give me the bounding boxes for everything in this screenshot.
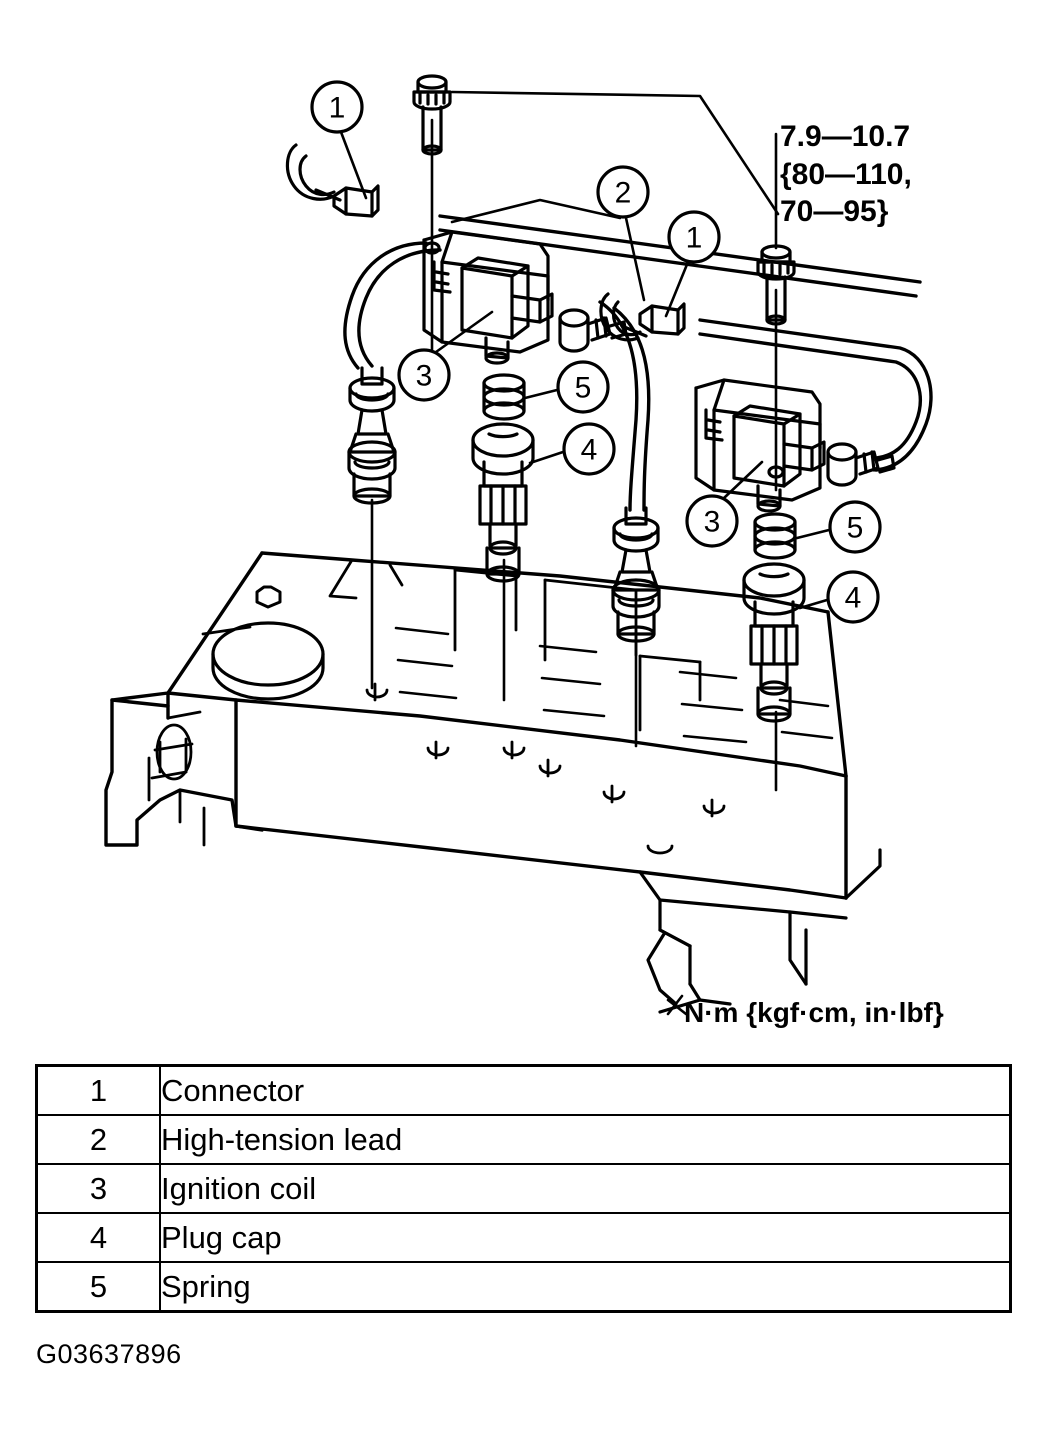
table-row: 4 Plug cap xyxy=(35,1212,1011,1263)
valve-cover-ribs xyxy=(147,625,252,847)
connector-right xyxy=(599,292,686,342)
legend-number: 5 xyxy=(35,1261,161,1313)
engine-block-lower xyxy=(638,848,882,1014)
callout-3-left: 3 xyxy=(397,348,451,402)
callout-1-left-label: 1 xyxy=(329,92,346,125)
hv-lead-boot-center xyxy=(611,506,661,643)
table-row: 2 High-tension lead xyxy=(35,1114,1011,1165)
leader-lines xyxy=(339,90,831,1016)
figure-id-label: G03637896 xyxy=(36,1339,182,1369)
legend-number: 2 xyxy=(35,1114,161,1165)
callout-3-right-label: 3 xyxy=(704,506,721,539)
callout-1-left: 1 xyxy=(310,80,364,134)
table-row: 5 Spring xyxy=(35,1261,1011,1313)
assembly-center-lines xyxy=(370,118,778,792)
valve-cover-outline xyxy=(104,551,848,900)
legend-label: Plug cap xyxy=(159,1212,1011,1263)
connector-left xyxy=(285,143,380,218)
callout-2: 2 xyxy=(596,165,650,219)
callout-4-right: 4 xyxy=(826,570,880,624)
high-tension-lead-right xyxy=(698,318,933,472)
torque-line-2: {80—110, xyxy=(780,158,912,191)
callout-5-right: 5 xyxy=(828,500,882,554)
ignition-coil-left xyxy=(422,230,554,365)
oil-filler-cap xyxy=(211,621,325,701)
plug-cap-left xyxy=(471,373,535,583)
high-tension-lead-left xyxy=(343,241,442,370)
legend-number: 1 xyxy=(35,1064,161,1116)
table-row: 3 Ignition coil xyxy=(35,1163,1011,1214)
mounting-bolt-left xyxy=(412,74,452,156)
legend-label: Spring xyxy=(159,1261,1011,1313)
valve-cover-side-hatch xyxy=(394,626,834,744)
callout-2-label: 2 xyxy=(615,177,632,210)
callout-5-right-label: 5 xyxy=(847,512,864,545)
callout-4-left-label: 4 xyxy=(581,434,598,467)
torque-spec-block: 7.9—10.7 {80—110, 70—95} xyxy=(780,120,912,228)
callout-4-right-label: 4 xyxy=(845,582,862,615)
table-row: 1 Connector xyxy=(35,1064,1011,1116)
cover-bolt-bosses xyxy=(365,682,726,855)
legend-table-wrapper: 1 Connector 2 High-tension lead 3 Igniti… xyxy=(35,1064,1012,1313)
callout-3-left-label: 3 xyxy=(416,360,433,393)
legend-label: Ignition coil xyxy=(159,1163,1011,1214)
cover-boss xyxy=(255,585,282,609)
callout-balloons: 1 2 1 3 5 xyxy=(310,80,882,624)
legend-label: Connector xyxy=(159,1064,1011,1116)
callout-5-left: 5 xyxy=(556,360,610,414)
callout-4-left: 4 xyxy=(562,422,616,476)
legend-number: 4 xyxy=(35,1212,161,1263)
plug-cap-right xyxy=(742,512,806,723)
exploded-view-figure: 7.9—10.7 {80—110, 70—95} N·m {kgf·cm, in… xyxy=(104,74,944,1028)
callout-5-left-label: 5 xyxy=(575,372,592,405)
legend-table: 1 Connector 2 High-tension lead 3 Igniti… xyxy=(35,1064,1012,1313)
callout-3-right: 3 xyxy=(685,494,739,548)
torque-line-1: 7.9—10.7 xyxy=(780,120,910,153)
legend-number: 3 xyxy=(35,1163,161,1214)
figure-canvas: 7.9—10.7 {80—110, 70—95} N·m {kgf·cm, in… xyxy=(104,74,944,1028)
ignition-coil-right xyxy=(694,378,826,513)
legend-label: High-tension lead xyxy=(159,1114,1011,1165)
hv-lead-boot-left xyxy=(347,366,397,505)
units-note: N·m {kgf·cm, in·lbf} xyxy=(684,997,944,1028)
lead-junction-right xyxy=(826,442,896,487)
torque-line-3: 70—95} xyxy=(780,195,889,228)
callout-1-right: 1 xyxy=(667,210,721,264)
callout-1-right-label: 1 xyxy=(686,222,703,255)
